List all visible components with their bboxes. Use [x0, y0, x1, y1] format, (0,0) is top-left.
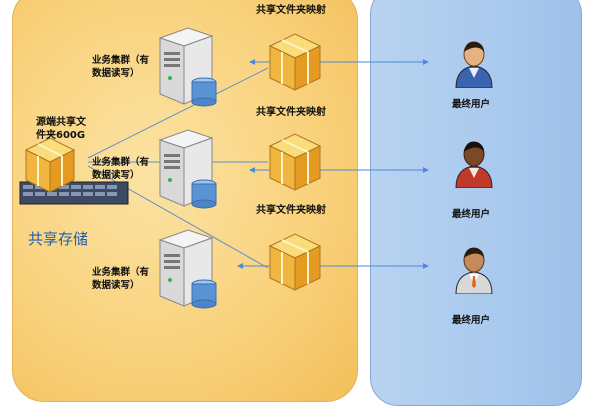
cluster-label-2-line-1: 业务集群（有	[92, 157, 150, 168]
mapping-box-2	[266, 132, 324, 196]
user-avatar-icon	[455, 41, 493, 89]
package-box-icon	[268, 133, 322, 191]
source-storage	[18, 136, 130, 210]
server-icon	[158, 129, 217, 209]
cluster-server-1	[158, 26, 220, 112]
server-icon	[158, 27, 217, 107]
mapping-label-2: 共享文件夹映射	[256, 205, 326, 216]
end-user-label-1: 最终用户	[452, 99, 491, 110]
mapping-title-top: 共享文件夹映射	[256, 5, 326, 16]
server-icon	[158, 229, 217, 309]
storage-rack-icon	[19, 137, 129, 205]
share-storage-label: 共享存储	[28, 230, 89, 248]
user-avatar-icon	[455, 247, 493, 295]
package-box-icon	[268, 233, 322, 291]
cluster-label-1: 业务集群（有 数据读写）	[92, 54, 149, 80]
user-avatar-icon	[455, 141, 493, 189]
cluster-label-3-line-2: 数据读写）	[92, 280, 140, 291]
database-icon	[191, 279, 217, 309]
end-user-label-2: 最终用户	[452, 209, 491, 220]
package-box-icon	[268, 33, 322, 91]
database-icon	[191, 77, 217, 107]
cluster-label-1-line-1: 业务集群（有	[92, 55, 150, 66]
cluster-label-2: 业务集群（有 数据读写）	[92, 156, 149, 182]
database-icon	[191, 179, 217, 209]
mapping-box-1	[266, 32, 324, 96]
cluster-label-1-line-2: 数据读写）	[92, 68, 140, 79]
end-user-1	[454, 38, 494, 92]
end-user-2	[454, 138, 494, 192]
cluster-label-3: 业务集群（有 数据读写）	[92, 266, 149, 292]
end-user-label-3: 最终用户	[452, 315, 491, 326]
cluster-server-2	[158, 128, 220, 214]
end-user-3	[454, 244, 494, 298]
source-label: 源端共享文 件夹600G	[36, 116, 86, 142]
cluster-label-2-line-2: 数据读写）	[92, 170, 140, 181]
mapping-box-3	[266, 232, 324, 296]
source-label-line-2: 件夹600G	[36, 130, 86, 141]
mapping-label-1: 共享文件夹映射	[256, 107, 326, 118]
source-label-line-1: 源端共享文	[36, 117, 86, 128]
cluster-server-3	[158, 228, 220, 314]
cluster-label-3-line-1: 业务集群（有	[92, 267, 150, 278]
link-source-cluster-1	[87, 67, 269, 159]
